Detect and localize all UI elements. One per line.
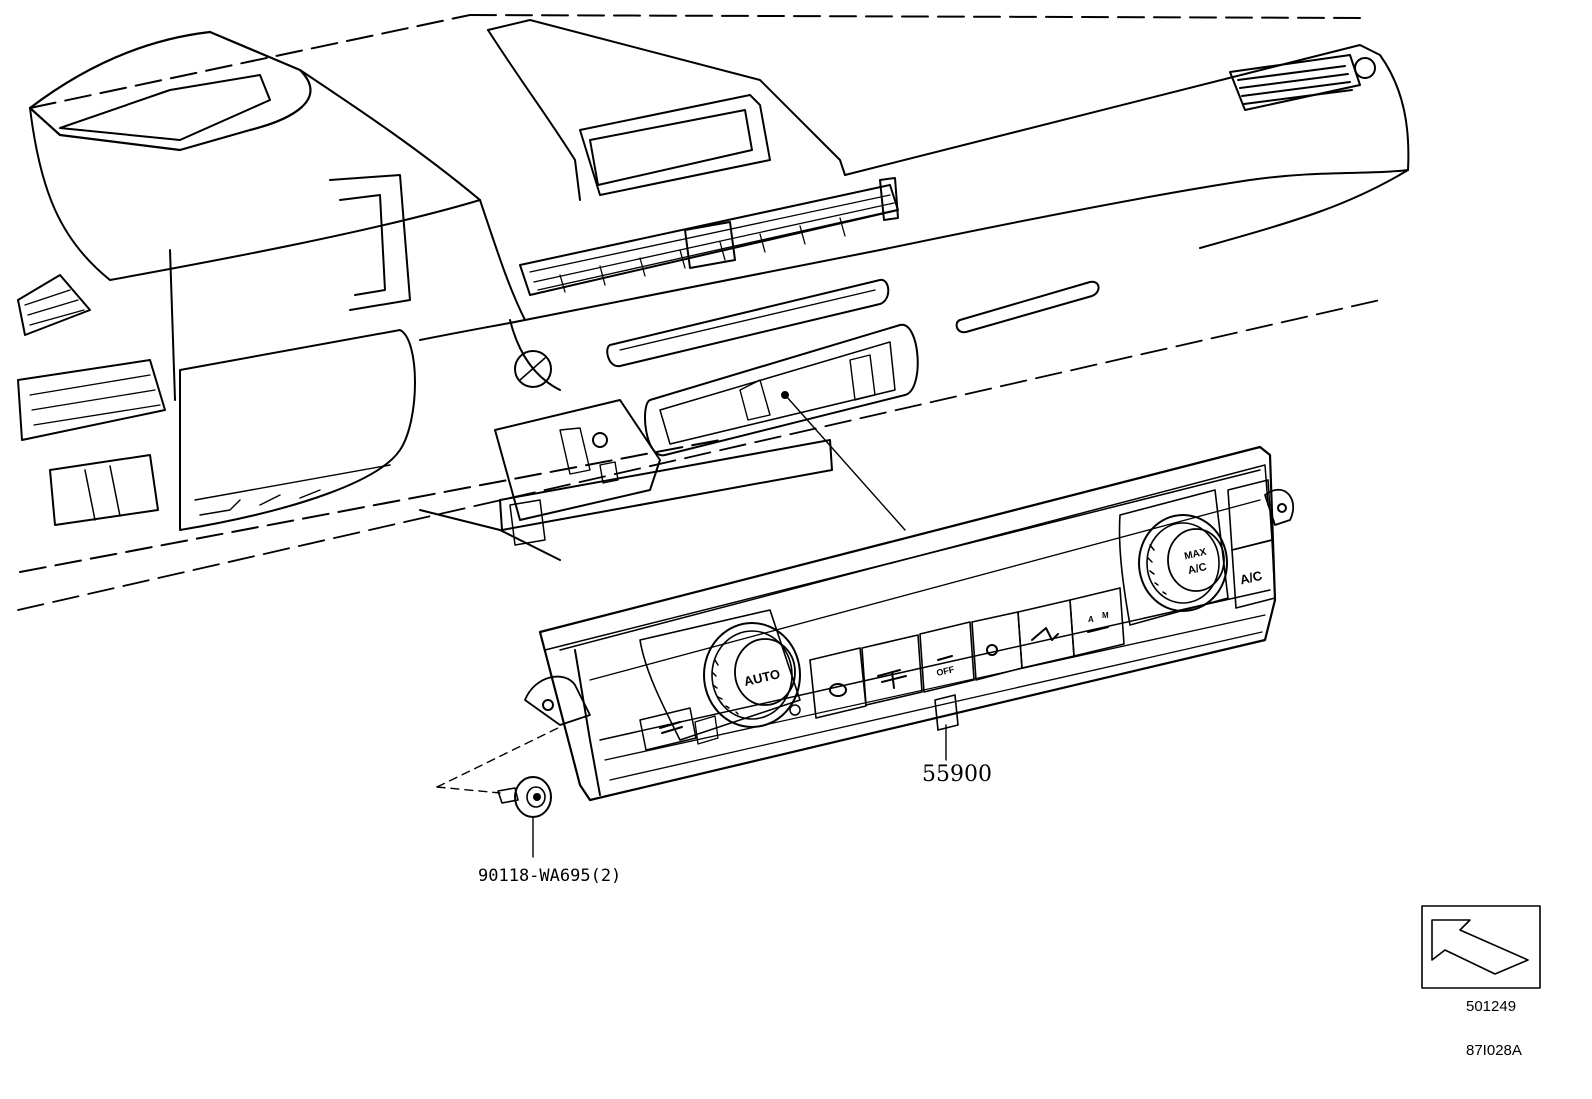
- ac-button-label: A/C: [1238, 568, 1264, 588]
- climate-control-panel: AUTO OFF A M MAX A/C A/C: [524, 445, 1295, 802]
- max-label: MAX: [1183, 547, 1207, 563]
- arrow-icon: [1431, 919, 1529, 975]
- part-number-screw: 90118-WA695(2): [478, 866, 622, 886]
- leader-line-main: [785, 395, 906, 531]
- view-reference-number: 501249: [1466, 998, 1517, 1015]
- instrument-panel: [17, 14, 1410, 611]
- view-direction-box: [1421, 905, 1541, 989]
- m-label: M: [1102, 611, 1109, 620]
- a-label: A: [1088, 615, 1094, 624]
- off-label: OFF: [935, 664, 955, 678]
- part-number-55900: 55900: [922, 762, 992, 787]
- screw-part: [436, 726, 561, 858]
- auto-label: AUTO: [742, 666, 781, 689]
- ac-knob-label: A/C: [1187, 561, 1208, 577]
- drawing-code: 87I028A: [1466, 1042, 1522, 1059]
